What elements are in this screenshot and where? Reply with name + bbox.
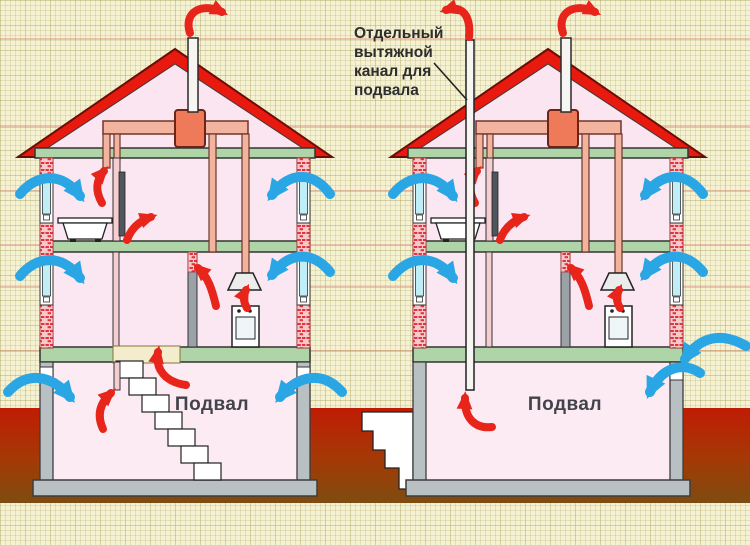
left-house xyxy=(3,8,347,496)
channel-top-exhaust-arrow xyxy=(439,0,474,41)
basement-label-right: Подвал xyxy=(527,394,603,415)
fresh-air-arrow xyxy=(275,373,347,403)
basement-arrows xyxy=(3,345,347,433)
fresh-air-arrow xyxy=(3,373,75,403)
paper-rule-line xyxy=(0,350,750,352)
exhaust-arrow xyxy=(95,388,117,433)
basement-stairs xyxy=(115,360,222,481)
basement-to-channel-arrow xyxy=(456,391,496,432)
basement-stub-duct xyxy=(113,361,121,391)
basement-label-left: Подвал xyxy=(174,394,250,415)
paper-rule-line xyxy=(0,244,750,246)
separate-channel-annotation: Отдельный вытяжной канал для подвала xyxy=(354,25,444,99)
right-house-arrows xyxy=(439,0,750,432)
right-house xyxy=(391,0,750,496)
paper-rule-line xyxy=(0,286,750,288)
paper-rule-line xyxy=(0,126,750,128)
hatch-exhaust-arrow xyxy=(148,345,190,389)
fresh-air-arrow xyxy=(645,362,705,399)
paper-rule-line xyxy=(0,38,750,40)
annotation-pointer-line xyxy=(433,62,468,101)
fresh-air-arrow xyxy=(680,333,750,366)
paper-rule-line xyxy=(0,190,750,192)
